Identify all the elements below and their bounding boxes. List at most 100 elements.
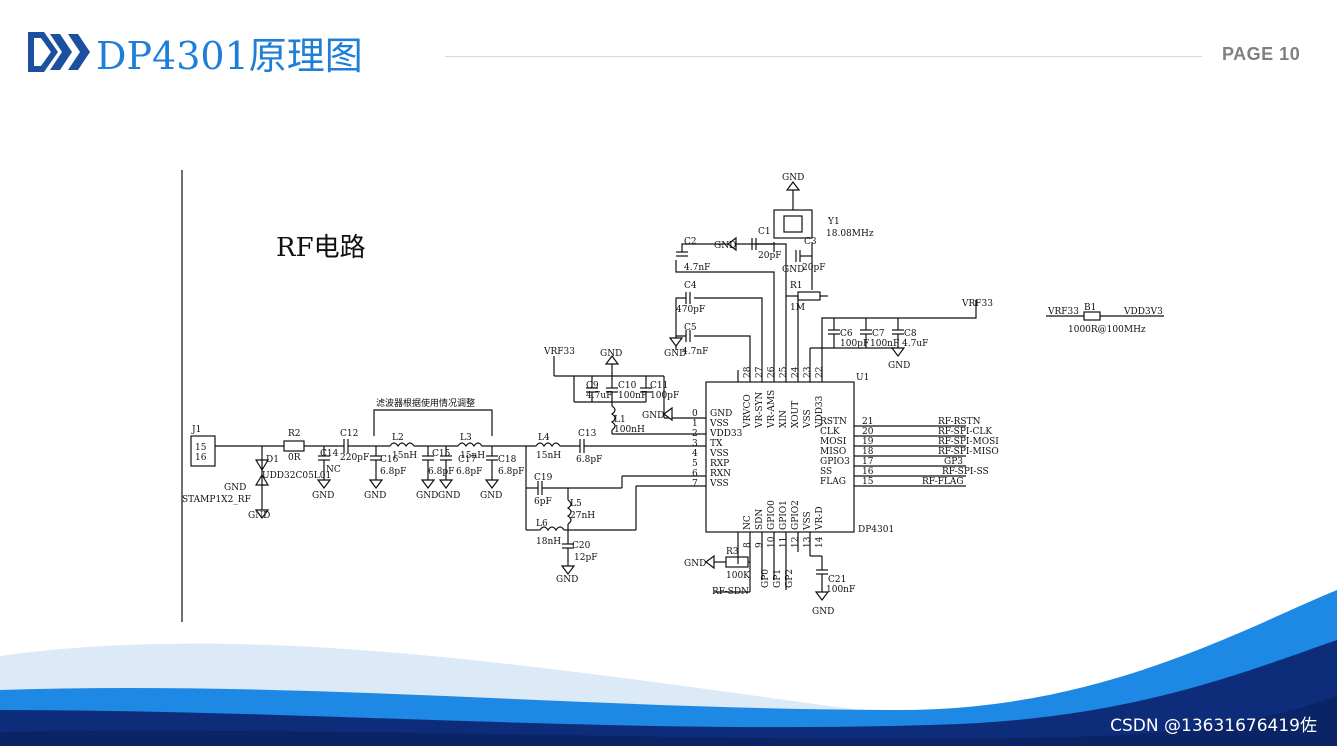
c5-value: 4.7nF	[682, 347, 708, 357]
pin-name: TX	[710, 439, 723, 449]
pin-name: GND	[710, 409, 732, 419]
c2-value: 4.7nF	[684, 263, 710, 273]
pin-name: VR-AMS	[767, 390, 777, 429]
c2-label: C2	[684, 237, 697, 247]
l1-label: L1	[614, 415, 626, 425]
pin-number: 24	[791, 366, 801, 378]
c1-label: C1	[758, 227, 771, 237]
c10-value: 100nF	[618, 391, 647, 401]
pin-number: 5	[692, 459, 698, 469]
c18-value: 6.8pF	[498, 467, 524, 477]
c19-value: 6pF	[534, 497, 552, 507]
gnd-label: GND	[438, 491, 460, 501]
footer-wave	[0, 590, 1337, 746]
c9-value: 4.7uF	[586, 391, 612, 401]
pin-name: VDD33	[815, 395, 825, 429]
c11-value: 100pF	[650, 391, 679, 401]
gnd-label: GND	[664, 349, 686, 359]
c11-label: C11	[650, 381, 668, 391]
pin-number: 16	[862, 467, 874, 477]
pin-number: 15	[862, 477, 874, 487]
header-divider	[445, 56, 1202, 57]
c6-value: 100pF	[840, 339, 869, 349]
pin-number: 22	[815, 367, 825, 378]
pin-name: VRVCO	[743, 394, 753, 429]
pin-number: 1	[692, 419, 698, 429]
pin-name: VSS	[803, 409, 813, 429]
pin-name: VDD33	[709, 429, 743, 439]
r3-value: 100K	[726, 571, 750, 581]
c4-label: C4	[684, 281, 697, 291]
pin-number: 19	[862, 437, 874, 447]
pin-name: FLAG	[820, 477, 846, 487]
slide-header: DP4301原理图 PAGE 10	[0, 0, 1337, 110]
pin-name: RXP	[710, 459, 729, 469]
gnd-label: GND	[888, 361, 910, 371]
pin-number: 21	[862, 417, 873, 427]
logo-icon	[28, 32, 90, 72]
c13-label: C13	[578, 429, 597, 439]
gnd-label: GND	[312, 491, 334, 501]
pin-name: VSS	[709, 449, 729, 459]
gnd-label: GND	[556, 575, 578, 585]
gnd-label: GND	[642, 411, 664, 421]
d1-label: D1	[266, 455, 279, 465]
pin-number: 9	[755, 542, 765, 548]
c4-value: 470pF	[676, 305, 705, 315]
page-number: PAGE 10	[1222, 44, 1301, 64]
r1-label: R1	[790, 281, 803, 291]
stamp-label: STAMP1X2_RF	[182, 495, 251, 505]
pin-number: 20	[862, 427, 874, 437]
c14-value: NC	[326, 465, 341, 475]
pin-number: 10	[767, 536, 777, 548]
c3-value: 20pF	[802, 263, 825, 273]
l4-label: L4	[538, 433, 550, 443]
c3-label: C3	[804, 237, 817, 247]
net-gp3: GP3	[944, 457, 963, 467]
c20-value: 12pF	[574, 553, 597, 563]
c1-value: 20pF	[758, 251, 781, 261]
net-label: GP1	[773, 569, 783, 588]
c15-value: 6.8pF	[428, 467, 454, 477]
c7-value: 100nF	[870, 339, 899, 349]
c16-label: C16	[380, 455, 399, 465]
vrf33-label: VRF33	[543, 347, 575, 357]
pin-name: GPIO0	[767, 500, 777, 530]
section-title: RF电路	[276, 233, 366, 263]
pin-name: VSS	[803, 511, 813, 531]
l6-label: L6	[536, 519, 548, 529]
gnd-label: GND	[416, 491, 438, 501]
b1-value: 1000R@100MHz	[1068, 325, 1146, 335]
pin-number: 8	[743, 542, 753, 548]
pin-name: MOSI	[820, 437, 847, 447]
rf-sdn-label: RF-SDN	[712, 587, 749, 597]
pin-name: VR-D	[815, 506, 825, 531]
pin-number: 13	[803, 536, 813, 548]
c6-label: C6	[840, 329, 853, 339]
c16-value: 6.8pF	[380, 467, 406, 477]
c19-label: C19	[534, 473, 553, 483]
pin-number: 2	[692, 429, 698, 439]
pin-number: 3	[692, 439, 698, 449]
c18-label: C18	[498, 455, 517, 465]
l4-value: 15nH	[536, 451, 561, 461]
pin-name: VSS	[709, 479, 729, 489]
pin-number: 17	[862, 457, 874, 467]
vrf33-label: VRF33	[1047, 307, 1079, 317]
l2-label: L2	[392, 433, 404, 443]
pin-number: 18	[862, 447, 874, 457]
net-label: GP2	[785, 569, 795, 588]
gnd-label: GND	[714, 241, 736, 251]
c13-value: 6.8pF	[576, 455, 602, 465]
gnd-label: GND	[248, 511, 270, 521]
r3-label: R3	[726, 547, 739, 557]
vdd3v3-label: VDD3V3	[1123, 307, 1163, 317]
c5-label: C5	[684, 323, 697, 333]
pin-number: 6	[692, 469, 698, 479]
pin-number: 27	[755, 366, 765, 378]
net-rf-spi-miso: RF-SPI-MISO	[938, 447, 999, 457]
r1-value: 1M	[790, 303, 805, 313]
pin-name: GPIO2	[791, 500, 801, 530]
pin-name: VSS	[709, 419, 729, 429]
net-rf-rstn: RF-RSTN	[938, 417, 981, 427]
